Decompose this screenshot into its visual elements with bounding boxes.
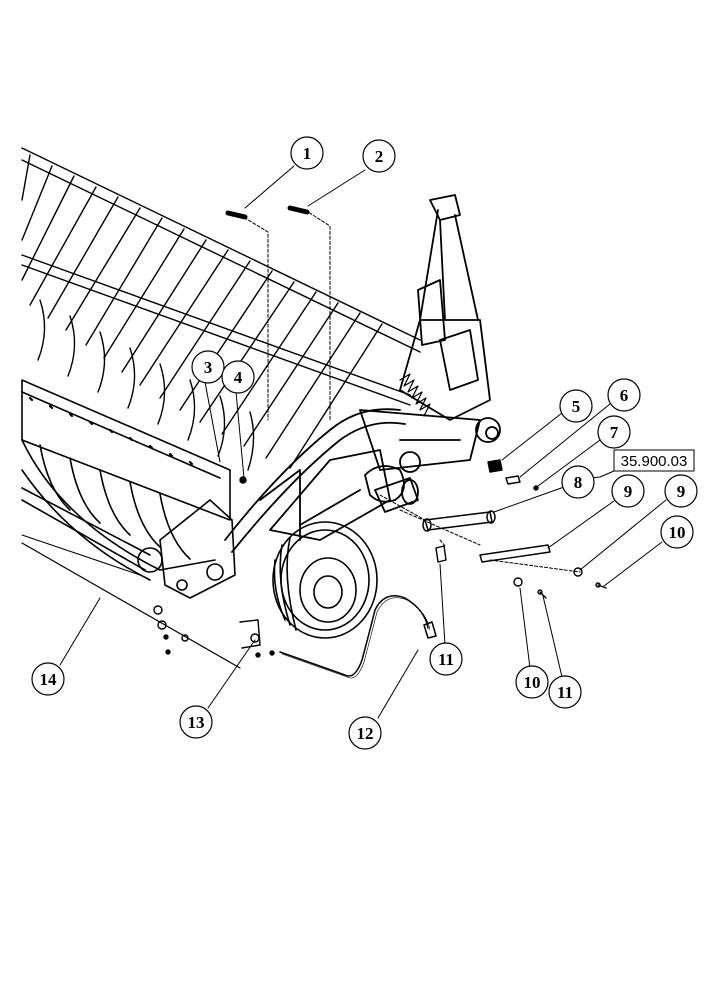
callout-12: 3 <box>191 350 225 384</box>
callout-13-label: 11 <box>438 650 454 669</box>
reference-code-label: 35.900.03 <box>621 453 688 470</box>
callout-14-label: 12 <box>357 724 374 743</box>
callout-8-label: 7 <box>610 423 619 442</box>
callout-5: 14 <box>31 662 65 696</box>
callout-12-label: 3 <box>204 358 213 377</box>
part-2-plate <box>479 544 551 563</box>
callout-11-lower: 13 <box>179 705 213 739</box>
part-14-cable <box>279 595 437 679</box>
part-1-cylinder <box>422 510 496 532</box>
callout-14: 12 <box>348 716 382 750</box>
callout-11-upper-label: 4 <box>234 368 243 387</box>
hardware <box>153 205 607 658</box>
main-beam <box>21 379 231 581</box>
callout-1: 8 <box>561 465 595 499</box>
wheel <box>272 521 378 639</box>
callout-10-right: 10 <box>660 515 694 549</box>
callout-9-lower-label: 10 <box>524 673 541 692</box>
part-5-rod <box>21 542 241 669</box>
callouts: 1 2 3 4 5 6 7 8 9 9 10 10 11 11 12 13 14 <box>31 136 698 750</box>
callout-7: 2 <box>362 139 396 173</box>
callout-7-label: 2 <box>375 147 384 166</box>
callout-11-lower-label: 13 <box>188 713 205 732</box>
callout-4: 6 <box>607 378 641 412</box>
callout-3: 5 <box>559 389 593 423</box>
callout-9-right-label: 9 <box>677 482 686 501</box>
callout-8: 7 <box>597 415 631 449</box>
callout-13: 11 <box>429 642 463 676</box>
callout-11-upper: 4 <box>221 360 255 394</box>
callout-3-label: 5 <box>572 397 581 416</box>
callout-10-lower-label: 11 <box>557 683 573 702</box>
end-plate <box>159 499 236 599</box>
callout-9-lower: 10 <box>515 665 549 699</box>
callout-10-right-label: 10 <box>669 523 686 542</box>
callout-2: 9 <box>611 474 645 508</box>
callout-2-label: 9 <box>624 482 633 501</box>
callout-6-label: 1 <box>303 144 312 163</box>
leader-lines <box>59 165 667 719</box>
axle-hub <box>374 477 419 513</box>
callout-6: 1 <box>290 136 324 170</box>
callout-9-right: 9 <box>664 474 698 508</box>
callout-10-lower: 11 <box>548 675 582 709</box>
callout-5-label: 14 <box>40 670 58 689</box>
rake-tine-array <box>21 147 421 471</box>
callout-1-label: 8 <box>574 473 583 492</box>
reference-code-box: 35.900.03 <box>613 449 695 472</box>
callout-4-label: 6 <box>620 386 629 405</box>
upright-frame <box>359 194 501 503</box>
